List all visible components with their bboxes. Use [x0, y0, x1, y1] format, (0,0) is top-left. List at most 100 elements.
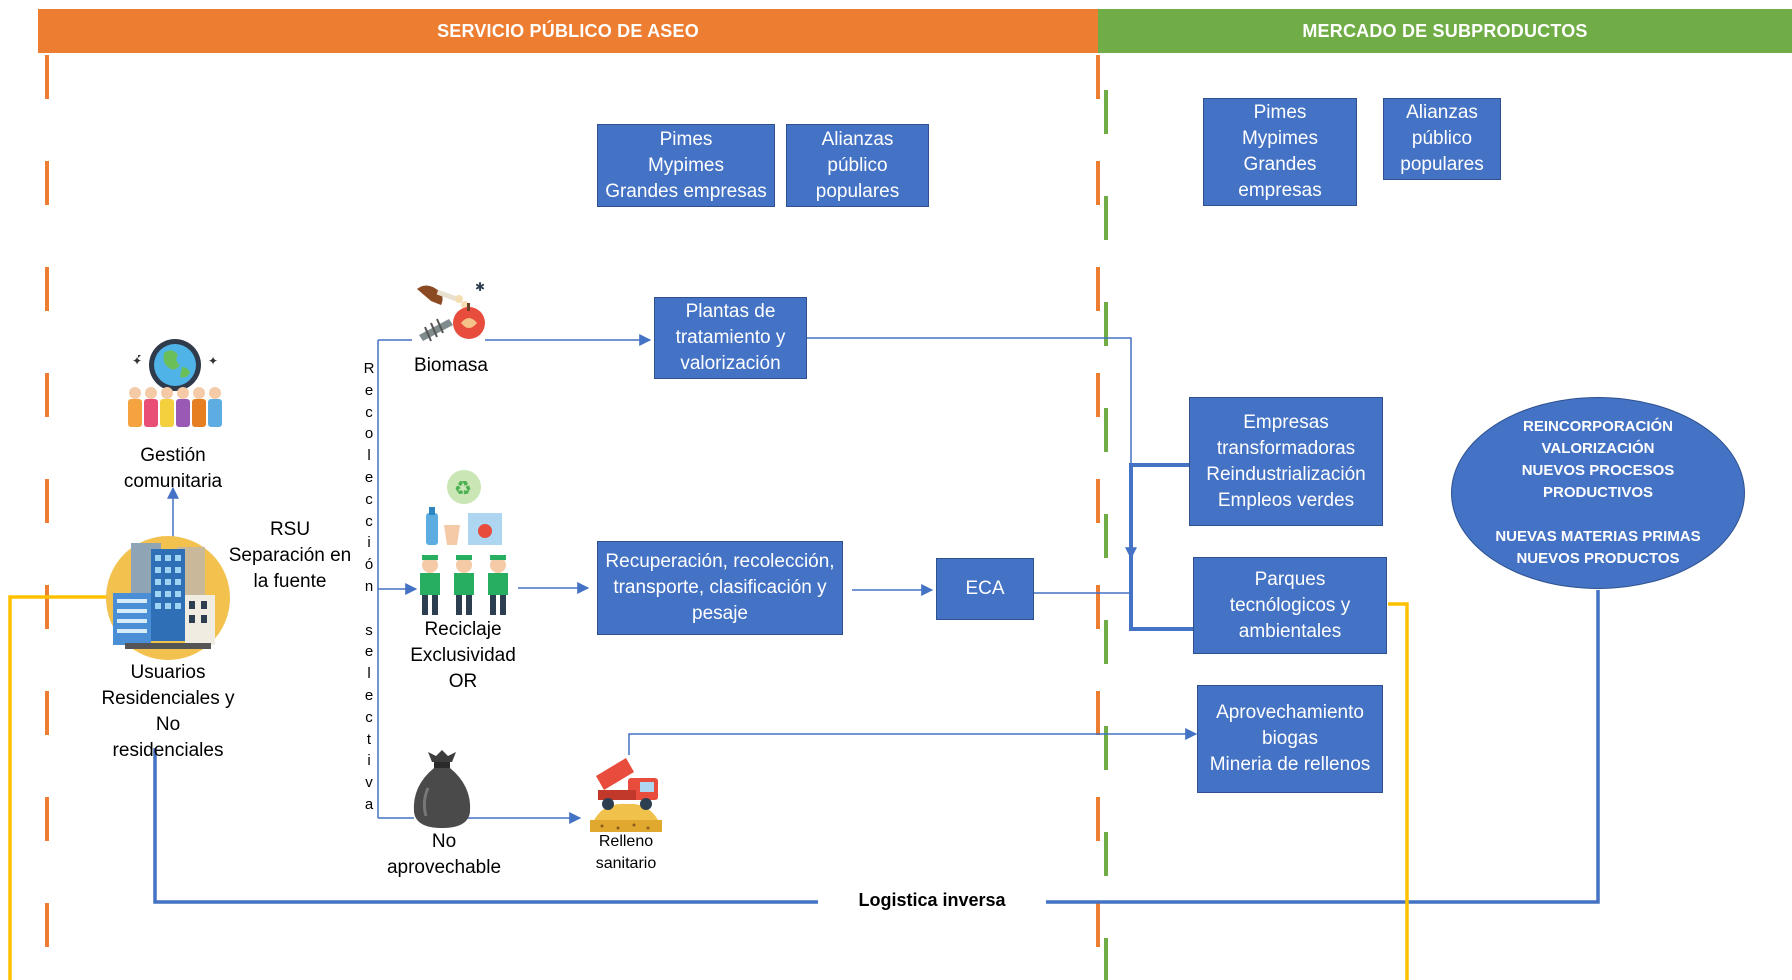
dump-truck-icon — [590, 758, 662, 832]
ellipse-line-4: PRODUCTIVOS — [1542, 484, 1653, 501]
transformers-line-2: transformadoras — [1216, 437, 1356, 459]
ellipse-line-7: NUEVOS PRODUCTOS — [1516, 550, 1680, 567]
reverse-logistics-right — [1046, 590, 1600, 904]
svg-text:✱: ✱ — [475, 280, 485, 294]
selective-collection-letter: c — [365, 490, 373, 508]
users-label: Usuarios Residenciales y No residenciale… — [88, 660, 248, 764]
service-alliances-box: Alianzas público populares — [786, 124, 929, 207]
market-header: MERCADO DE SUBPRODUCTOS — [1098, 9, 1792, 53]
recycling-line-3: OR — [448, 671, 478, 692]
biogas-line-3: Mineria de rellenos — [1209, 754, 1371, 775]
selective-collection-letter: c — [365, 512, 373, 530]
recovery-line-1: Recuperación, recolección, — [605, 551, 835, 572]
market-alliances-line-3: populares — [1400, 154, 1484, 175]
selective-collection-letter: e — [364, 381, 374, 399]
market-actors-box: Pimes Mypimes Grandes empresas — [1203, 98, 1357, 206]
eca-label: ECA — [965, 578, 1005, 599]
svg-text:✦: ✦ — [208, 354, 218, 368]
nonusable-line-1: No — [431, 831, 457, 852]
ellipse-line-2: VALORIZACIÓN — [1541, 440, 1655, 457]
service-actors-line-1: Pimes — [659, 128, 713, 150]
transformers-line-4: Empleos verdes — [1217, 489, 1355, 511]
selective-collection-letter: t — [366, 730, 372, 748]
selective-collection-letter: n — [364, 577, 374, 595]
selective-collection-letter: o — [364, 425, 374, 443]
nonusable-label: No aprovechable — [376, 829, 512, 881]
svg-text:♻: ♻ — [454, 478, 472, 500]
treatment-plants-box: Plantas de tratamiento y valorización — [654, 297, 807, 379]
service-actors-line-3: Grandes empresas — [605, 180, 767, 202]
ellipse-line-1: REINCORPORACIÓN — [1522, 418, 1673, 435]
reverse-logistics-left — [153, 748, 818, 904]
market-actors-line-1: Pimes — [1253, 102, 1307, 123]
rsu-line-3: la fuente — [253, 571, 327, 592]
selective-collection-letter: l — [367, 447, 371, 465]
biogas-line-2: biogas — [1262, 728, 1318, 749]
service-header-title: SERVICIO PÚBLICO DE ASEO — [437, 20, 699, 41]
selective-collection-letter: v — [365, 774, 373, 792]
selective-collection-letter: i — [367, 752, 371, 770]
treatment-to-market-line — [807, 337, 1132, 560]
market-bracket — [1129, 463, 1194, 631]
selective-collection-letter: c — [365, 403, 373, 421]
selective-collection-letter: e — [364, 643, 374, 661]
selective-collection-letter: a — [364, 795, 374, 813]
recycling-line-2: Exclusividad — [410, 645, 516, 666]
selective-collection-letter: i — [367, 534, 371, 552]
recovery-line-3: pesaje — [692, 603, 748, 624]
selective-collection-letter: ó — [364, 556, 374, 574]
ellipse-line-6: NUEVAS MATERIAS PRIMAS — [1495, 528, 1701, 545]
service-alliances-line-2: público — [827, 154, 888, 176]
ellipse-line-3: NUEVOS PROCESOS — [1521, 462, 1675, 479]
recyclers-icon: ♻ — [420, 470, 508, 615]
community-globe-icon: ✦ ✦ — [128, 339, 222, 427]
landfill-to-biogas-arrow — [628, 728, 1198, 755]
service-actors-line-2: Mypimes — [647, 154, 724, 176]
landfill-label: Relleno sanitario — [576, 831, 676, 875]
biogas-line-1: Aprovechamiento — [1216, 702, 1364, 723]
service-alliances-line-1: Alianzas — [821, 128, 894, 150]
parks-line-2: tecnólogicos y — [1229, 594, 1351, 616]
community-label: Gestión comunitaria — [103, 443, 243, 495]
garbage-bag-icon — [413, 750, 471, 828]
market-actors-line-4: empresas — [1238, 180, 1322, 201]
users-label-line-3: No — [155, 714, 181, 735]
biogas-box: Aprovechamiento biogas Mineria de rellen… — [1197, 685, 1383, 793]
city-buildings-icon — [106, 536, 230, 660]
market-header-title: MERCADO DE SUBPRODUCTOS — [1302, 20, 1588, 41]
selective-collection-letter: e — [364, 468, 374, 486]
service-actors-box: Pimes Mypimes Grandes empresas — [597, 124, 775, 207]
transformers-line-1: Empresas — [1243, 411, 1329, 433]
selective-collection-letter — [359, 598, 379, 620]
parks-line-1: Parques — [1254, 568, 1326, 590]
transformers-box: Empresas transformadoras Reindustrializa… — [1189, 397, 1383, 526]
service-header: SERVICIO PÚBLICO DE ASEO — [38, 9, 1098, 53]
parks-box: Parques tecnólogicos y ambientales — [1193, 557, 1387, 654]
selective-collection-letter: l — [367, 665, 371, 683]
selective-collection-letter: e — [364, 686, 374, 704]
market-actors-line-3: Grandes — [1243, 154, 1317, 175]
market-alliances-line-2: público — [1411, 128, 1473, 149]
market-alliances-box: Alianzas público populares — [1383, 98, 1501, 180]
yellow-return-right — [1388, 602, 1409, 980]
svg-text:✦: ✦ — [132, 354, 142, 368]
selective-collection-letter: R — [363, 360, 375, 377]
reverse-logistics-label: Logistica inversa — [818, 887, 1046, 913]
market-actors-line-2: Mypimes — [1241, 128, 1318, 149]
parks-line-3: ambientales — [1238, 620, 1342, 642]
users-label-line-4: residenciales — [112, 740, 224, 761]
treatment-line-3: valorización — [680, 353, 781, 374]
treatment-line-1: Plantas de — [685, 301, 776, 322]
recovery-line-2: transporte, clasificación y — [613, 577, 827, 598]
biomass-label: Biomasa — [400, 353, 502, 379]
selective-collection-letter: s — [365, 621, 373, 639]
treatment-line-2: tratamiento y — [675, 327, 786, 348]
food-waste-icon: ✱ — [417, 280, 485, 342]
rsu-label: RSU Separación en la fuente — [222, 517, 358, 595]
nonusable-line-2: aprovechable — [386, 857, 502, 878]
transformers-line-3: Reindustrialización — [1206, 463, 1366, 485]
rsu-line-1: RSU — [269, 519, 311, 540]
rsu-line-2: Separación en — [228, 545, 352, 566]
